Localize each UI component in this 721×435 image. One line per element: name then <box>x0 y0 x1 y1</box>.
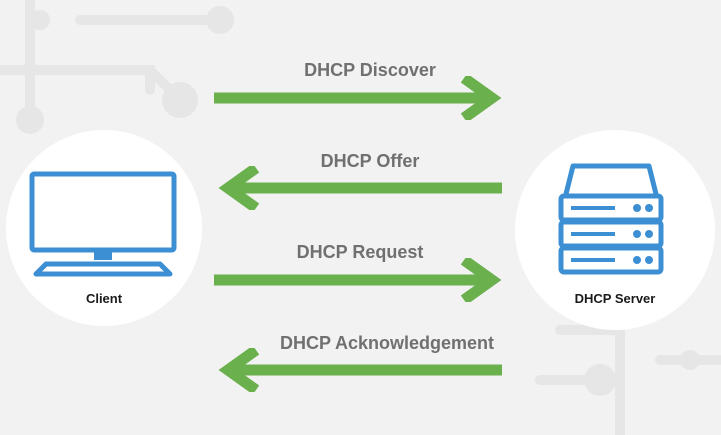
arrow-acknowledgement <box>218 348 502 392</box>
arrow-discover <box>214 76 502 120</box>
message-label-discover: DHCP Discover <box>304 60 436 80</box>
message-label-request: DHCP Request <box>296 242 424 262</box>
monitor-icon <box>29 171 177 277</box>
client-node <box>6 130 202 326</box>
message-label-acknowledgement: DHCP Acknowledgement <box>279 333 495 353</box>
server-rack-icon <box>558 163 664 275</box>
server-node <box>515 130 715 330</box>
arrow-offer <box>218 166 502 210</box>
client-label: Client <box>85 291 123 306</box>
server-label: DHCP Server <box>574 291 656 306</box>
message-label-offer: DHCP Offer <box>320 151 420 171</box>
arrow-request <box>214 258 502 302</box>
